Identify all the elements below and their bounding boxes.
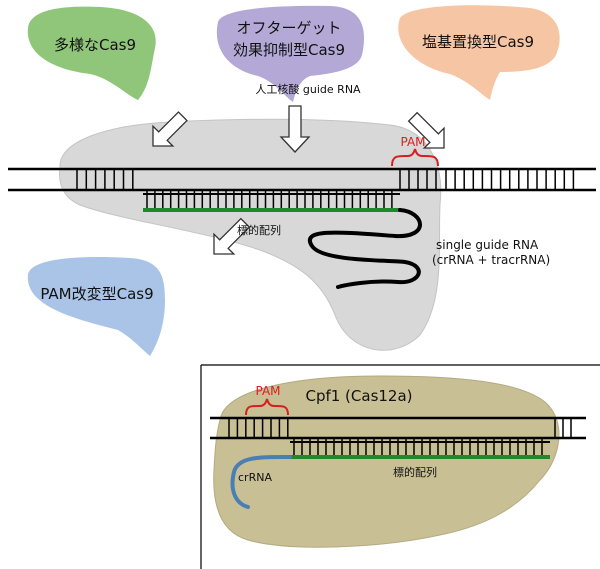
bubble-base-editor-text: 塩基置換型Cas9 [422, 33, 534, 51]
crrna-handle [230, 454, 292, 509]
bubble-off-target [216, 5, 365, 102]
target-sequence-label: 標的配列 [237, 223, 281, 237]
pam-brace [391, 148, 439, 167]
crrna-label: crRNA [238, 471, 272, 484]
inset-pam-brace [245, 398, 289, 416]
inset-target-label: 標的配列 [393, 465, 437, 479]
sgrna-label-2: (crRNA + tracrRNA) [432, 253, 550, 267]
sgrna-scaffold [308, 208, 422, 289]
bubble-pam-modified [27, 256, 165, 356]
inset-pam-label: PAM [255, 384, 280, 398]
arrow-pam-modified [213, 217, 251, 255]
bubble-base-editor [398, 5, 560, 101]
bubble-pam-modified-text: PAM改変型Cas9 [40, 285, 153, 303]
bubble-off-target-text-2: 効果抑制型Cas9 [233, 41, 345, 59]
inset-dna-base-pairs [228, 418, 572, 455]
dna-base-pairs [76, 169, 575, 208]
pam-label: PAM [400, 135, 425, 149]
inset-title: Cpf1 (Cas12a) [305, 387, 412, 405]
sgrna-label-1: single guide RNA [436, 238, 539, 252]
arrow-base-editor [407, 111, 445, 149]
arrow-diverse-cas9 [152, 111, 188, 147]
arrow-guide-rna [279, 105, 311, 153]
bubble-diverse-cas9 [27, 6, 156, 100]
guide-rna-label: 人工核酸 guide RNA [255, 82, 361, 96]
cas9-protein-body [59, 118, 442, 351]
bubble-off-target-text-1: オフターゲット [236, 19, 341, 37]
bubble-diverse-cas9-text: 多様なCas9 [54, 36, 136, 54]
